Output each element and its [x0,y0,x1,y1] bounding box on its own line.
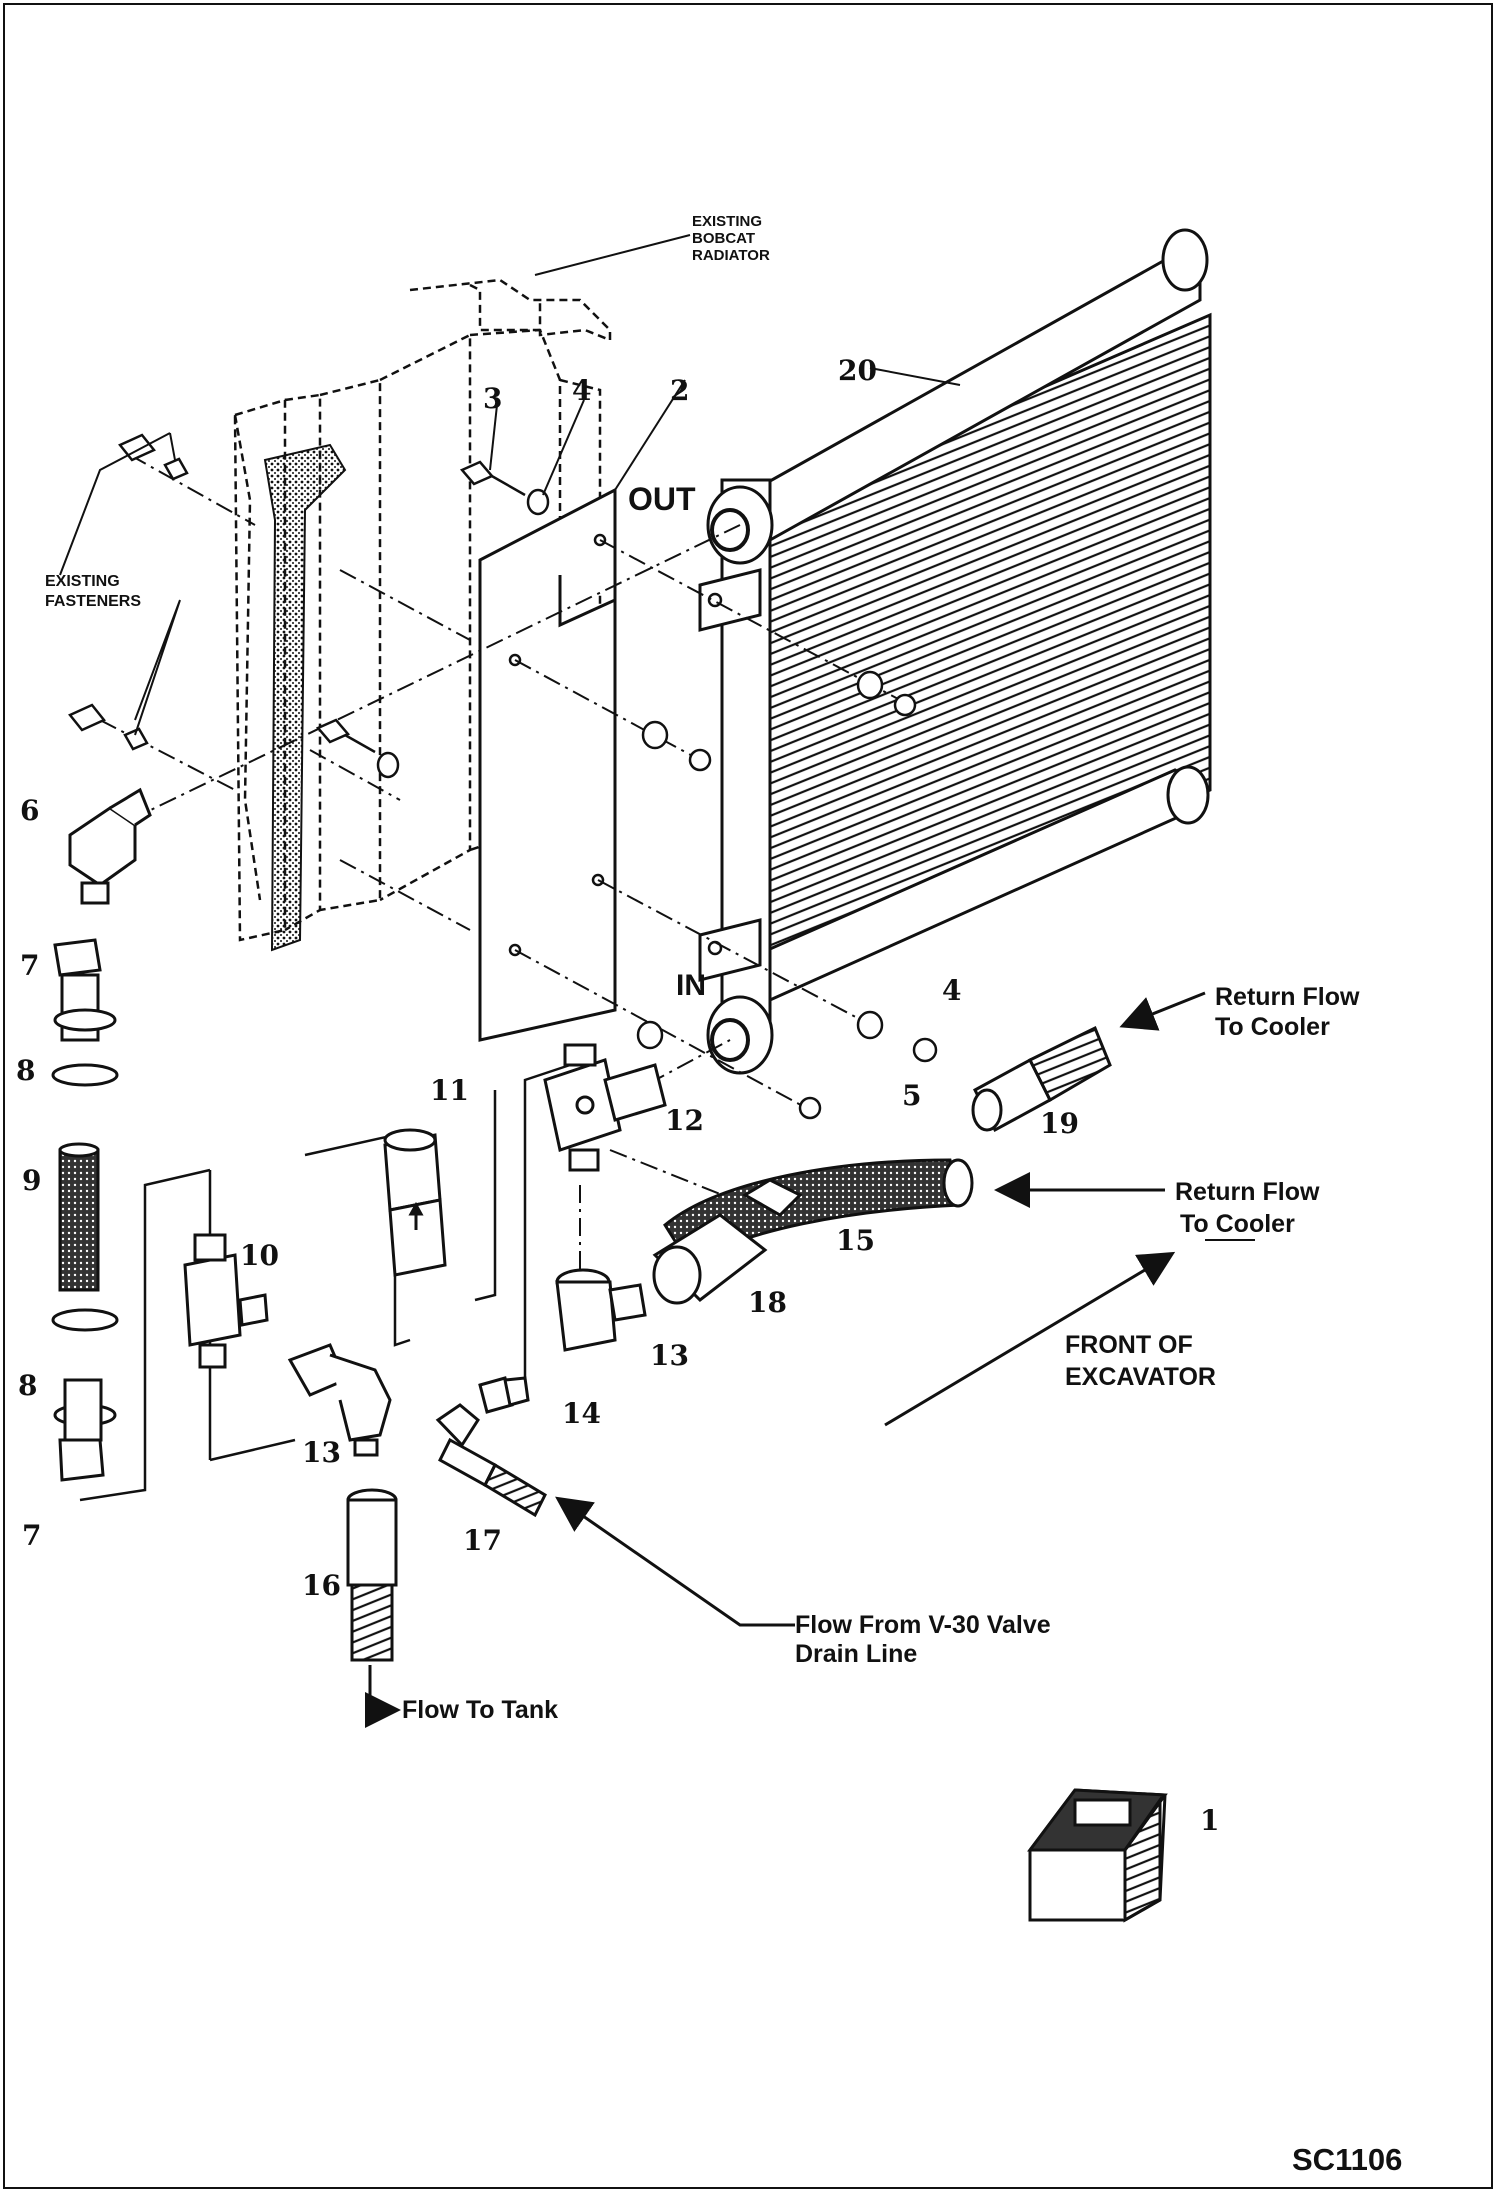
callout-7a: 7 [20,949,39,982]
fitting-18 [652,1213,768,1305]
label-return-flow-top: Return Flow To Cooler [1215,983,1360,1041]
drawing-frame [3,3,1493,2189]
callout-7b: 7 [22,1519,41,1552]
label-return-flow-middle: Return Flow To Cooler [1175,1178,1320,1238]
svg-text:Drain Line: Drain Line [795,1640,917,1668]
label-existing-radiator: EXISTING BOBCAT RADIATOR [692,213,770,264]
svg-text:Flow From V-30 Valve: Flow From V-30 Valve [795,1611,1051,1639]
elbow-fitting-13-left [287,1343,392,1457]
callout-12: 12 [665,1104,704,1137]
callout-13a: 13 [302,1436,341,1469]
callout-2: 2 [670,374,689,407]
callout-18: 18 [748,1286,787,1319]
check-valve-11 [383,1128,447,1277]
callout-17: 17 [463,1524,502,1557]
mounting-plate [478,487,617,1042]
svg-text:To Cooler: To Cooler [1215,1013,1330,1041]
oil-cooler-core [720,228,1212,1042]
callout-13b: 13 [650,1339,689,1372]
callout-19: 19 [1040,1107,1079,1140]
label-flow-to-tank: Flow To Tank [402,1696,558,1724]
svg-text:EXCAVATOR: EXCAVATOR [1065,1363,1216,1391]
callout-15: 15 [836,1224,875,1257]
bolt-and-washers [315,460,938,1120]
fitting-19 [971,1025,1112,1133]
callout-20: 20 [838,354,877,387]
label-in: IN [676,969,706,1002]
bracket-lines [79,1063,571,1502]
assembly-centerlines [99,454,901,1270]
kit-package-1 [1027,1788,1168,1923]
callout-4a: 4 [572,374,591,407]
flow-arrows [365,991,1206,1728]
svg-text:FASTENERS: FASTENERS [45,593,141,610]
callout-6: 6 [20,794,39,827]
svg-text:BOBCAT: BOBCAT [692,230,755,247]
svg-text:RADIATOR: RADIATOR [692,247,770,264]
callout-8a: 8 [16,1054,35,1087]
callout-9: 9 [22,1164,41,1197]
label-existing-fasteners: EXISTING FASTENERS [45,573,141,610]
svg-text:FRONT OF: FRONT OF [1065,1331,1193,1359]
callout-11: 11 [430,1074,469,1107]
elbow-fitting-13-right [555,1268,647,1352]
drawing-number: SC1106 [1292,2142,1402,2177]
callout-14: 14 [562,1397,601,1430]
cooler-in-port [706,995,774,1075]
existing-fasteners [68,433,189,751]
label-front-of-excavator: FRONT OF EXCAVATOR [1065,1331,1216,1391]
cooler-mount-bracket-upper [698,568,762,632]
svg-text:To Cooler: To Cooler [1180,1210,1295,1238]
fitting-17 [435,1403,547,1518]
tee-fitting-10 [183,1233,269,1369]
callout-3: 3 [483,382,502,415]
callout-4b: 4 [942,974,961,1007]
callout-10: 10 [240,1239,279,1272]
callout-5: 5 [902,1079,921,1112]
label-flow-from-valve: Flow From V-30 Valve Drain Line [795,1611,1051,1668]
callout-16: 16 [302,1569,341,1602]
adapter-14 [478,1376,530,1414]
callout-8b: 8 [18,1369,37,1402]
callout-numbers: 1 2 3 4 4 5 6 7 7 8 8 9 10 11 12 13 13 1… [16,354,1219,1837]
svg-text:Return Flow: Return Flow [1215,983,1360,1011]
radiator-foam-seal [263,443,347,952]
elbow-fitting-6 [68,787,152,905]
svg-text:Return Flow: Return Flow [1175,1178,1320,1206]
label-out: OUT [628,481,696,517]
svg-text:EXISTING: EXISTING [692,213,762,230]
tee-fitting-12 [543,1043,667,1172]
hose-assembly [51,938,119,1482]
fitting-16 [346,1488,398,1662]
callout-1: 1 [1200,1804,1219,1837]
leader-lines [59,234,1255,1241]
svg-text:EXISTING: EXISTING [45,573,120,590]
